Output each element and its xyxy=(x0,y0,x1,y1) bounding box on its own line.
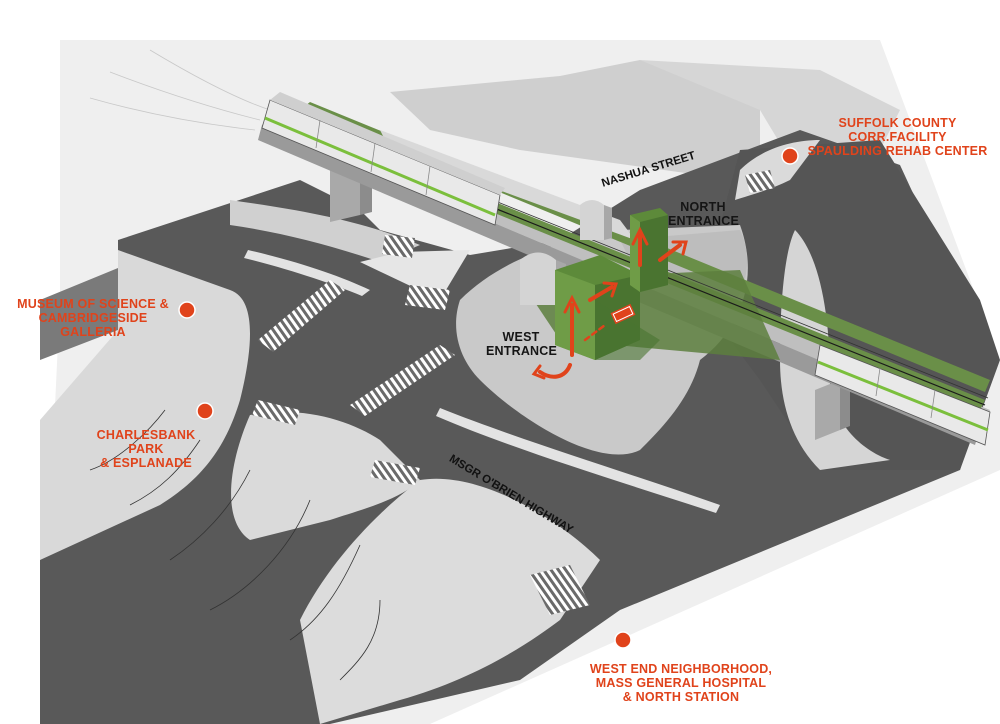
entrance-label-west: WEST ENTRANCE xyxy=(486,330,558,358)
red-dot-icon xyxy=(196,402,214,420)
headhouse-north xyxy=(580,200,612,240)
sidewalk-west xyxy=(40,250,250,560)
destination-label-west-end: WEST END NEIGHBORHOOD, MASS GENERAL HOSP… xyxy=(588,662,774,704)
island-median-1 xyxy=(244,250,370,296)
elevator-sign-icon xyxy=(610,303,636,325)
upper-parcel xyxy=(390,60,760,175)
entrance-line: ENTRANCE xyxy=(486,344,558,358)
upper-parcel-2 xyxy=(640,60,900,160)
ground-slab-edge xyxy=(40,268,118,360)
destination-line: & ESPLANADE xyxy=(100,456,192,470)
destination-label-charlesbank: CHARLESBANK PARK & ESPLANADE xyxy=(86,428,206,470)
crosswalks xyxy=(252,170,775,615)
curb-lines xyxy=(89,409,381,681)
train-west xyxy=(261,92,505,226)
circulation-arrow xyxy=(531,226,688,380)
north-entrance-building xyxy=(630,208,668,292)
entrance-line: NORTH xyxy=(680,200,726,214)
island-north-west xyxy=(230,200,420,262)
destination-line: CAMBRIDGESIDE GALLERIA xyxy=(38,311,148,339)
destination-line: SUFFOLK COUNTY CORR.FACILITY xyxy=(838,116,957,144)
destination-markers xyxy=(178,147,799,649)
entrance-line: WEST xyxy=(502,330,540,344)
entrance-line: ENTRANCE xyxy=(668,214,740,228)
sidewalk-southeast xyxy=(300,478,600,724)
destination-label-museum: MUSEUM OF SCIENCE & CAMBRIDGESIDE GALLER… xyxy=(8,297,178,339)
destination-line: SPAULDING REHAB CENTER xyxy=(807,144,988,158)
west-entrance-building xyxy=(555,255,660,360)
island-east xyxy=(780,230,890,470)
destination-line: MASS GENERAL HOSPITAL xyxy=(595,676,767,690)
sidewalk-south xyxy=(231,411,420,540)
entrance-label-north: NORTH ENTRANCE xyxy=(668,200,740,228)
red-dot-icon xyxy=(781,147,799,165)
destination-line: CHARLESBANK PARK xyxy=(96,428,196,456)
island-median-2 xyxy=(436,408,720,513)
island-triangle xyxy=(360,250,470,300)
train-east xyxy=(814,344,991,446)
destination-line: MUSEUM OF SCIENCE & xyxy=(17,297,169,311)
red-dot-icon xyxy=(178,301,196,319)
destination-line: & NORTH STATION xyxy=(622,690,740,704)
approach-lines xyxy=(89,49,271,131)
destination-label-suffolk: SUFFOLK COUNTY CORR.FACILITY SPAULDING R… xyxy=(800,116,995,158)
red-dot-icon xyxy=(614,631,632,649)
destination-line: WEST END NEIGHBORHOOD, xyxy=(589,662,773,676)
